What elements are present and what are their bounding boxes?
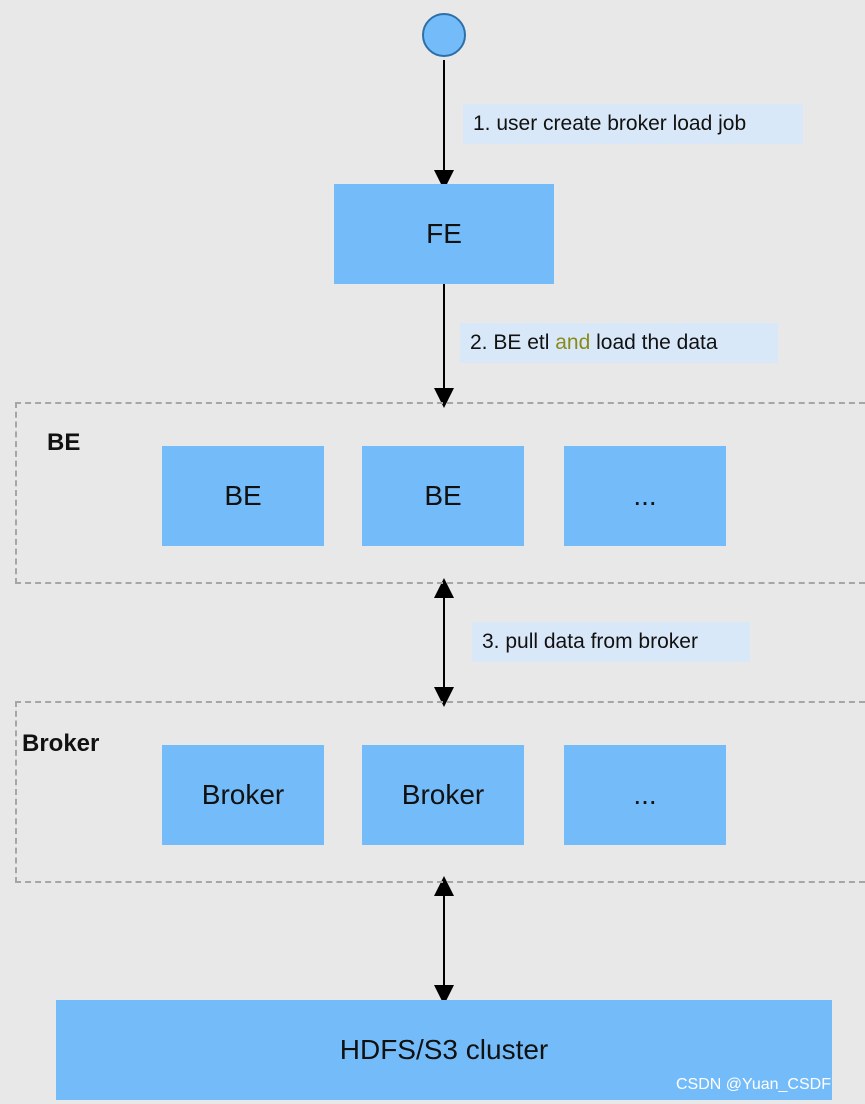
fe-label: FE	[426, 218, 462, 249]
step2-prefix: 2. BE etl	[470, 331, 556, 354]
be-node-more-label: ...	[633, 480, 657, 511]
step2-highlight: and	[555, 331, 591, 354]
broker-group	[15, 701, 865, 883]
be-group-title: BE	[47, 429, 81, 456]
step1-text: 1. user create broker load job	[473, 112, 747, 135]
start-node	[422, 13, 466, 57]
broker-node-1-label: Broker	[201, 779, 285, 810]
be-node-1-label: BE	[224, 480, 262, 511]
broker-node-2-label: Broker	[401, 779, 485, 810]
step3-text: 3. pull data from broker	[482, 630, 698, 653]
be-node-2: BE	[362, 446, 524, 546]
step1-label: 1. user create broker load job	[463, 104, 803, 144]
broker-node-more-label: ...	[633, 779, 657, 810]
be-node-2-label: BE	[424, 480, 462, 511]
broker-group-title: Broker	[22, 730, 100, 757]
watermark: CSDN @Yuan_CSDF	[676, 1076, 831, 1093]
step3-label: 3. pull data from broker	[472, 622, 750, 662]
be-group	[15, 402, 865, 584]
storage-node: HDFS/S3 cluster	[56, 1000, 832, 1100]
be-node-more: ...	[564, 446, 726, 546]
broker-node-1: Broker	[162, 745, 324, 845]
be-node-1: BE	[162, 446, 324, 546]
step2-label: 2. BE etl and load the data	[460, 323, 778, 363]
broker-node-more: ...	[564, 745, 726, 845]
step2-suffix: load the data	[590, 331, 718, 354]
storage-label: HDFS/S3 cluster	[339, 1034, 549, 1065]
step2-text: 2. BE etl and load the data	[470, 331, 718, 355]
broker-node-2: Broker	[362, 745, 524, 845]
fe-node: FE	[334, 184, 554, 284]
